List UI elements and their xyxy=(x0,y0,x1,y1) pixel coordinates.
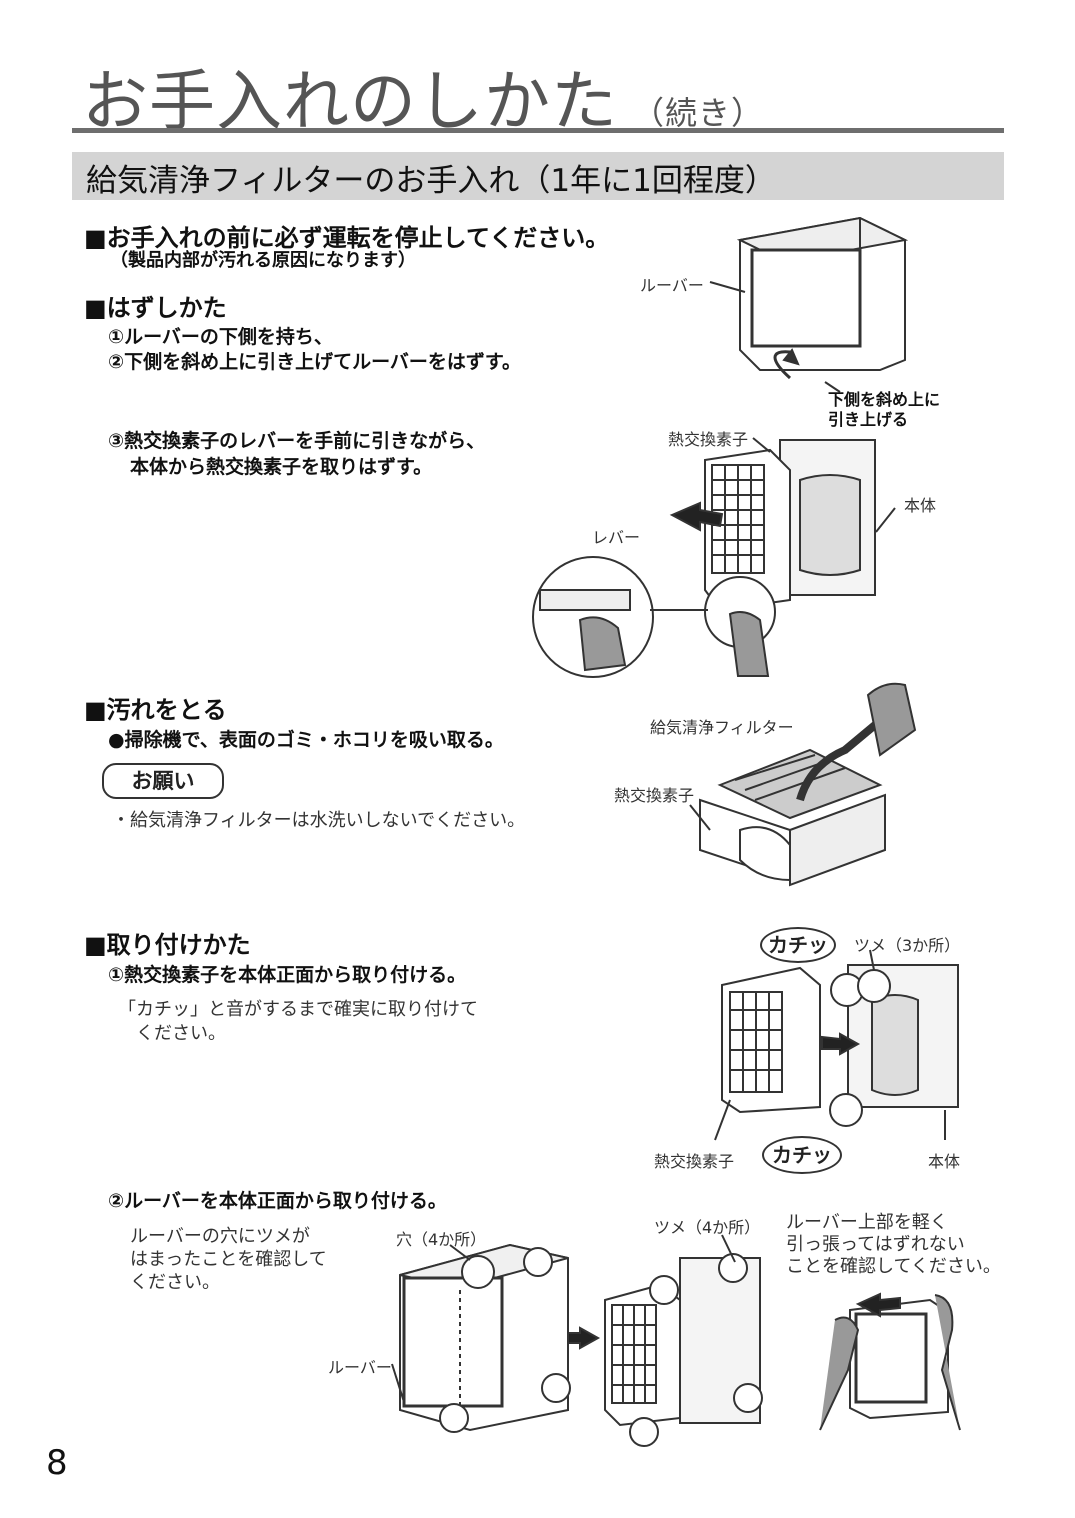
label-louver-1: ルーバー xyxy=(640,276,704,295)
label-body-1: 本体 xyxy=(904,496,937,515)
cleaning-note: ・給気清浄フィルターは水洗いしないでください。 xyxy=(112,810,526,831)
label-element-2: 熱交換素子 xyxy=(614,786,695,805)
removal-heading: ■はずしかた xyxy=(84,294,227,322)
install-note3b: 引っ張ってはずれない xyxy=(786,1234,965,1255)
page-title: お手入れのしかた （続き） xyxy=(82,48,764,144)
page-title-text: お手入れのしかた xyxy=(82,63,618,140)
install-note1a: 「カチッ」と音がするまで確実に取り付けて xyxy=(118,999,478,1020)
section-title: 給気清浄フィルターのお手入れ（1年に1回程度） xyxy=(86,163,776,199)
section-bar xyxy=(72,152,1004,200)
cleaning-step: ●掃除機で、表面のゴミ・ホコリを吸い取る。 xyxy=(108,729,504,751)
pull-test-illustration xyxy=(819,1292,961,1431)
title-divider xyxy=(72,128,1004,133)
label-lift-2: 引き上げる xyxy=(828,410,909,429)
label-body-2: 本体 xyxy=(928,1152,961,1171)
kachi-badge-top: カチッ xyxy=(760,927,836,963)
install-heading: ■取り付けかた xyxy=(84,931,251,959)
label-filter: 給気清浄フィルター xyxy=(650,718,794,737)
label-tsume-3: ツメ（3か所） xyxy=(854,936,961,955)
label-hole-4: 穴（4か所） xyxy=(396,1230,487,1249)
label-lever: レバー xyxy=(592,528,641,547)
label-element-3: 熱交換素子 xyxy=(654,1152,735,1171)
install-step2: ②ルーバーを本体正面から取り付ける。 xyxy=(108,1190,447,1212)
vacuum-cleaning-illustration xyxy=(689,682,917,887)
install-note3a: ルーバー上部を軽く xyxy=(786,1212,948,1233)
removal-step3b: 本体から熱交換素子を取りはずす。 xyxy=(130,456,433,478)
label-lift-1: 下側を斜め上に xyxy=(828,390,941,409)
removal-step2: ②下側を斜め上に引き上げてルーバーをはずす。 xyxy=(108,351,521,373)
label-element-1: 熱交換素子 xyxy=(668,430,749,449)
element-install-illustration xyxy=(714,949,959,1141)
page-number: 8 xyxy=(46,1443,68,1483)
install-note2b: はまったことを確認して xyxy=(130,1249,327,1270)
label-tsume-4: ツメ（4か所） xyxy=(654,1218,761,1237)
onegai-badge: お願い xyxy=(102,763,224,799)
label-louver-2: ルーバー xyxy=(328,1358,392,1377)
install-note3c: ことを確認してください。 xyxy=(786,1256,1001,1277)
before-heading: ■お手入れの前に必ず運転を停止してください。 xyxy=(84,224,610,252)
louver-unit-illustration xyxy=(709,216,909,393)
before-sub: （製品内部が汚れる原因になります） xyxy=(110,250,416,271)
install-note2a: ルーバーの穴にツメが xyxy=(130,1226,310,1247)
element-removal-illustration xyxy=(532,437,896,678)
removal-step3a: ③熱交換素子のレバーを手前に引きながら、 xyxy=(108,430,486,452)
install-note1b: ください。 xyxy=(136,1023,226,1044)
install-step1: ①熱交換素子を本体正面から取り付ける。 xyxy=(108,964,467,986)
install-note2c: ください。 xyxy=(130,1272,220,1293)
page-title-suffix: （続き） xyxy=(632,94,765,132)
kachi-badge-bottom: カチッ xyxy=(762,1136,842,1174)
louver-install-illustration xyxy=(391,1234,763,1447)
cleaning-heading: ■汚れをとる xyxy=(84,696,227,724)
removal-step1: ①ルーバーの下側を持ち、 xyxy=(108,326,333,348)
